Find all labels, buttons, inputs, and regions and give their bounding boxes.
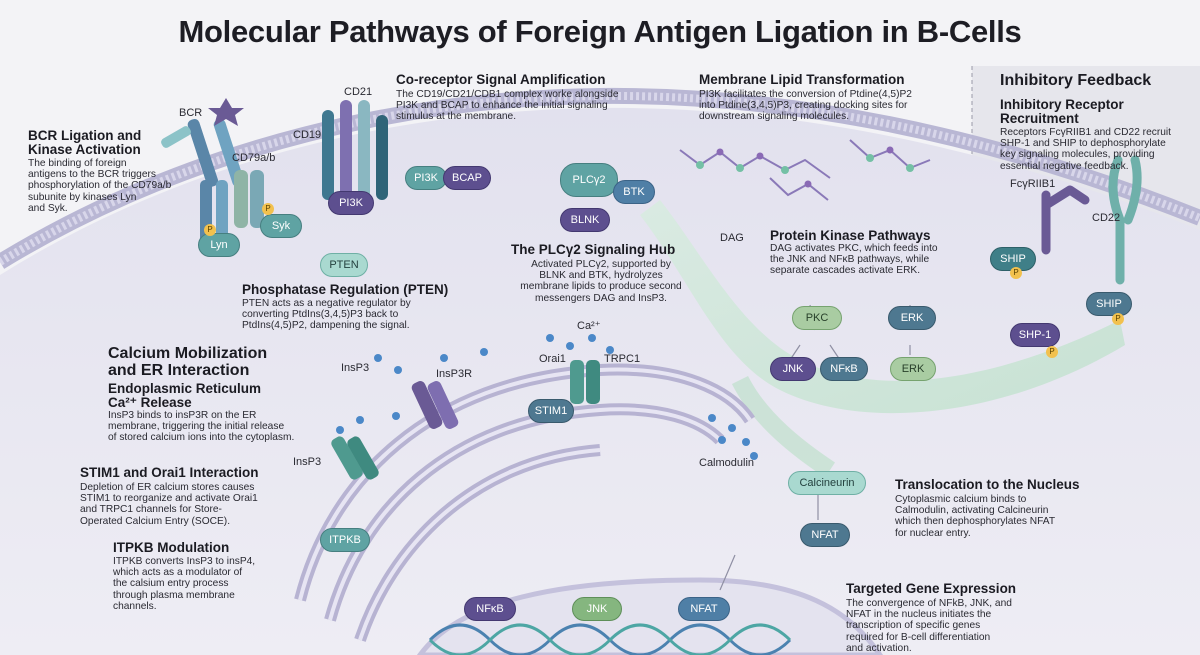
pi3k-node-b: PI3K	[405, 166, 447, 190]
lipid-heading: Membrane Lipid Transformation	[699, 72, 905, 87]
orai1-label: Orai1	[539, 353, 566, 365]
itpkb-node: ITPKB	[320, 528, 370, 552]
gene-body: The convergence of NFkB, JNK, and NFAT i…	[846, 598, 1012, 654]
jnk-node-b: JNK	[572, 597, 622, 621]
plcg2-body: Activated PLCγ2, supported by BLNK and B…	[520, 259, 682, 304]
plcg2-node: PLCγ2	[560, 163, 618, 197]
blnk-node: BLNK	[560, 208, 610, 232]
cd21-label: CD21	[344, 86, 373, 98]
erk-node-a: ERK	[888, 306, 936, 330]
syk-node: Syk	[260, 214, 302, 238]
insp3-label-a: InsP3	[341, 362, 370, 374]
itpkb-heading: ITPKB Modulation	[113, 540, 230, 555]
phosphate-shp1: P	[1046, 346, 1058, 358]
inhibitory-body: Receptors FcγRIIB1 and CD22 recruit SHP-…	[1000, 127, 1171, 172]
bcap-node: BCAP	[443, 166, 491, 190]
insp3-label-b: InsP3	[293, 456, 322, 468]
lipid-body: PI3K facilitates the conversion of Ptdin…	[699, 89, 912, 123]
inhibitory-heading: Inhibitory Receptor Recruitment	[1000, 97, 1124, 126]
calmodulin-label: Calmodulin	[699, 457, 755, 469]
nfkb-node-a: NFκB	[820, 357, 868, 381]
phosphate-ship-b: P	[1112, 313, 1124, 325]
insp3r-label: InsP3R	[436, 368, 473, 380]
coreceptor-body: The CD19/CD21/CDB1 complex worke alongsi…	[396, 89, 619, 123]
pkc-node: PKC	[792, 306, 842, 330]
pkc-heading: Protein Kinase Pathways	[770, 228, 931, 243]
phosphate-lyn: P	[204, 224, 216, 236]
inhibitory-receptors	[1041, 155, 1142, 285]
bcr-label: BCR	[179, 107, 203, 119]
coreceptor-heading: Co-receptor Signal Amplification	[396, 72, 606, 87]
pi3k-node-a: PI3K	[328, 191, 374, 215]
trpc1-label: TRPC1	[604, 353, 641, 365]
inhibitory-title: Inhibitory Feedback	[1000, 72, 1152, 89]
stim-body: Depletion of ER calcium stores causes ST…	[80, 482, 258, 527]
calcium-ions	[336, 334, 758, 460]
pten-heading: Phosphatase Regulation (PTEN)	[242, 282, 449, 297]
cd22-label: CD22	[1092, 212, 1121, 224]
stim-heading: STIM1 and Orai1 Interaction	[80, 465, 259, 480]
nfkb-node-b: NFκB	[464, 597, 516, 621]
bcr-heading: BCR Ligation and Kinase Activation	[28, 128, 142, 157]
itpkb-body: ITPKB converts InsP3 to insP4, which act…	[113, 556, 256, 612]
pkc-body: DAG activates PKC, which feeds into the …	[770, 243, 938, 277]
pten-body: PTEN acts as a negative regulator by con…	[242, 298, 411, 332]
orai-trpc-channel	[570, 360, 600, 404]
signal-flow	[640, 200, 1125, 414]
calcineurin-node: Calcineurin	[788, 471, 866, 495]
page-title: Molecular Pathways of Foreign Antigen Li…	[178, 14, 1022, 49]
phosphate-ship-a: P	[1010, 267, 1022, 279]
cd19-label: CD19	[293, 129, 322, 141]
stim1-node: STIM1	[528, 399, 574, 423]
ship-node-b: SHIP	[1086, 292, 1132, 316]
cd19-cd21-complex	[322, 100, 388, 200]
nfat-node-b: NFAT	[678, 597, 730, 621]
bcr-body: The binding of foreign antigens to the B…	[28, 158, 172, 214]
lyn-node: Lyn	[198, 233, 240, 257]
dna-helix	[428, 623, 792, 655]
nucleus-heading: Translocation to the Nucleus	[895, 477, 1080, 492]
jnk-node-a: JNK	[770, 357, 816, 381]
nucleus-body: Cytoplasmic calcium binds to Calmodulin,…	[895, 494, 1056, 539]
cd79-receptor	[234, 170, 248, 228]
er-body: InsP3 binds to insP3R on the ER membrane…	[108, 410, 295, 444]
gene-heading: Targeted Gene Expression	[846, 581, 1017, 596]
nfat-node-a: NFAT	[800, 523, 850, 547]
calcium-label: Ca²⁺	[577, 320, 601, 332]
shp1-node: SHP-1	[1010, 323, 1060, 347]
cd79-label: CD79a/b	[232, 152, 276, 164]
insp3r-channel	[411, 381, 459, 429]
calcium-heading: Calcium Mobilization and ER Interaction	[108, 345, 268, 379]
fcg-label: FcγRIIB1	[1010, 178, 1056, 190]
phosphate-syk: P	[262, 203, 274, 215]
btk-node: BTK	[613, 180, 655, 204]
insp3-receptor-lower	[331, 436, 379, 480]
dag-label: DAG	[720, 232, 744, 244]
pten-node: PTEN	[320, 253, 368, 277]
er-heading: Endoplasmic Reticulum Ca²⁺ Release	[108, 381, 262, 410]
erk-node-b: ERK	[890, 357, 936, 381]
plcg2-heading: The PLCγ2 Signaling Hub	[511, 242, 676, 257]
